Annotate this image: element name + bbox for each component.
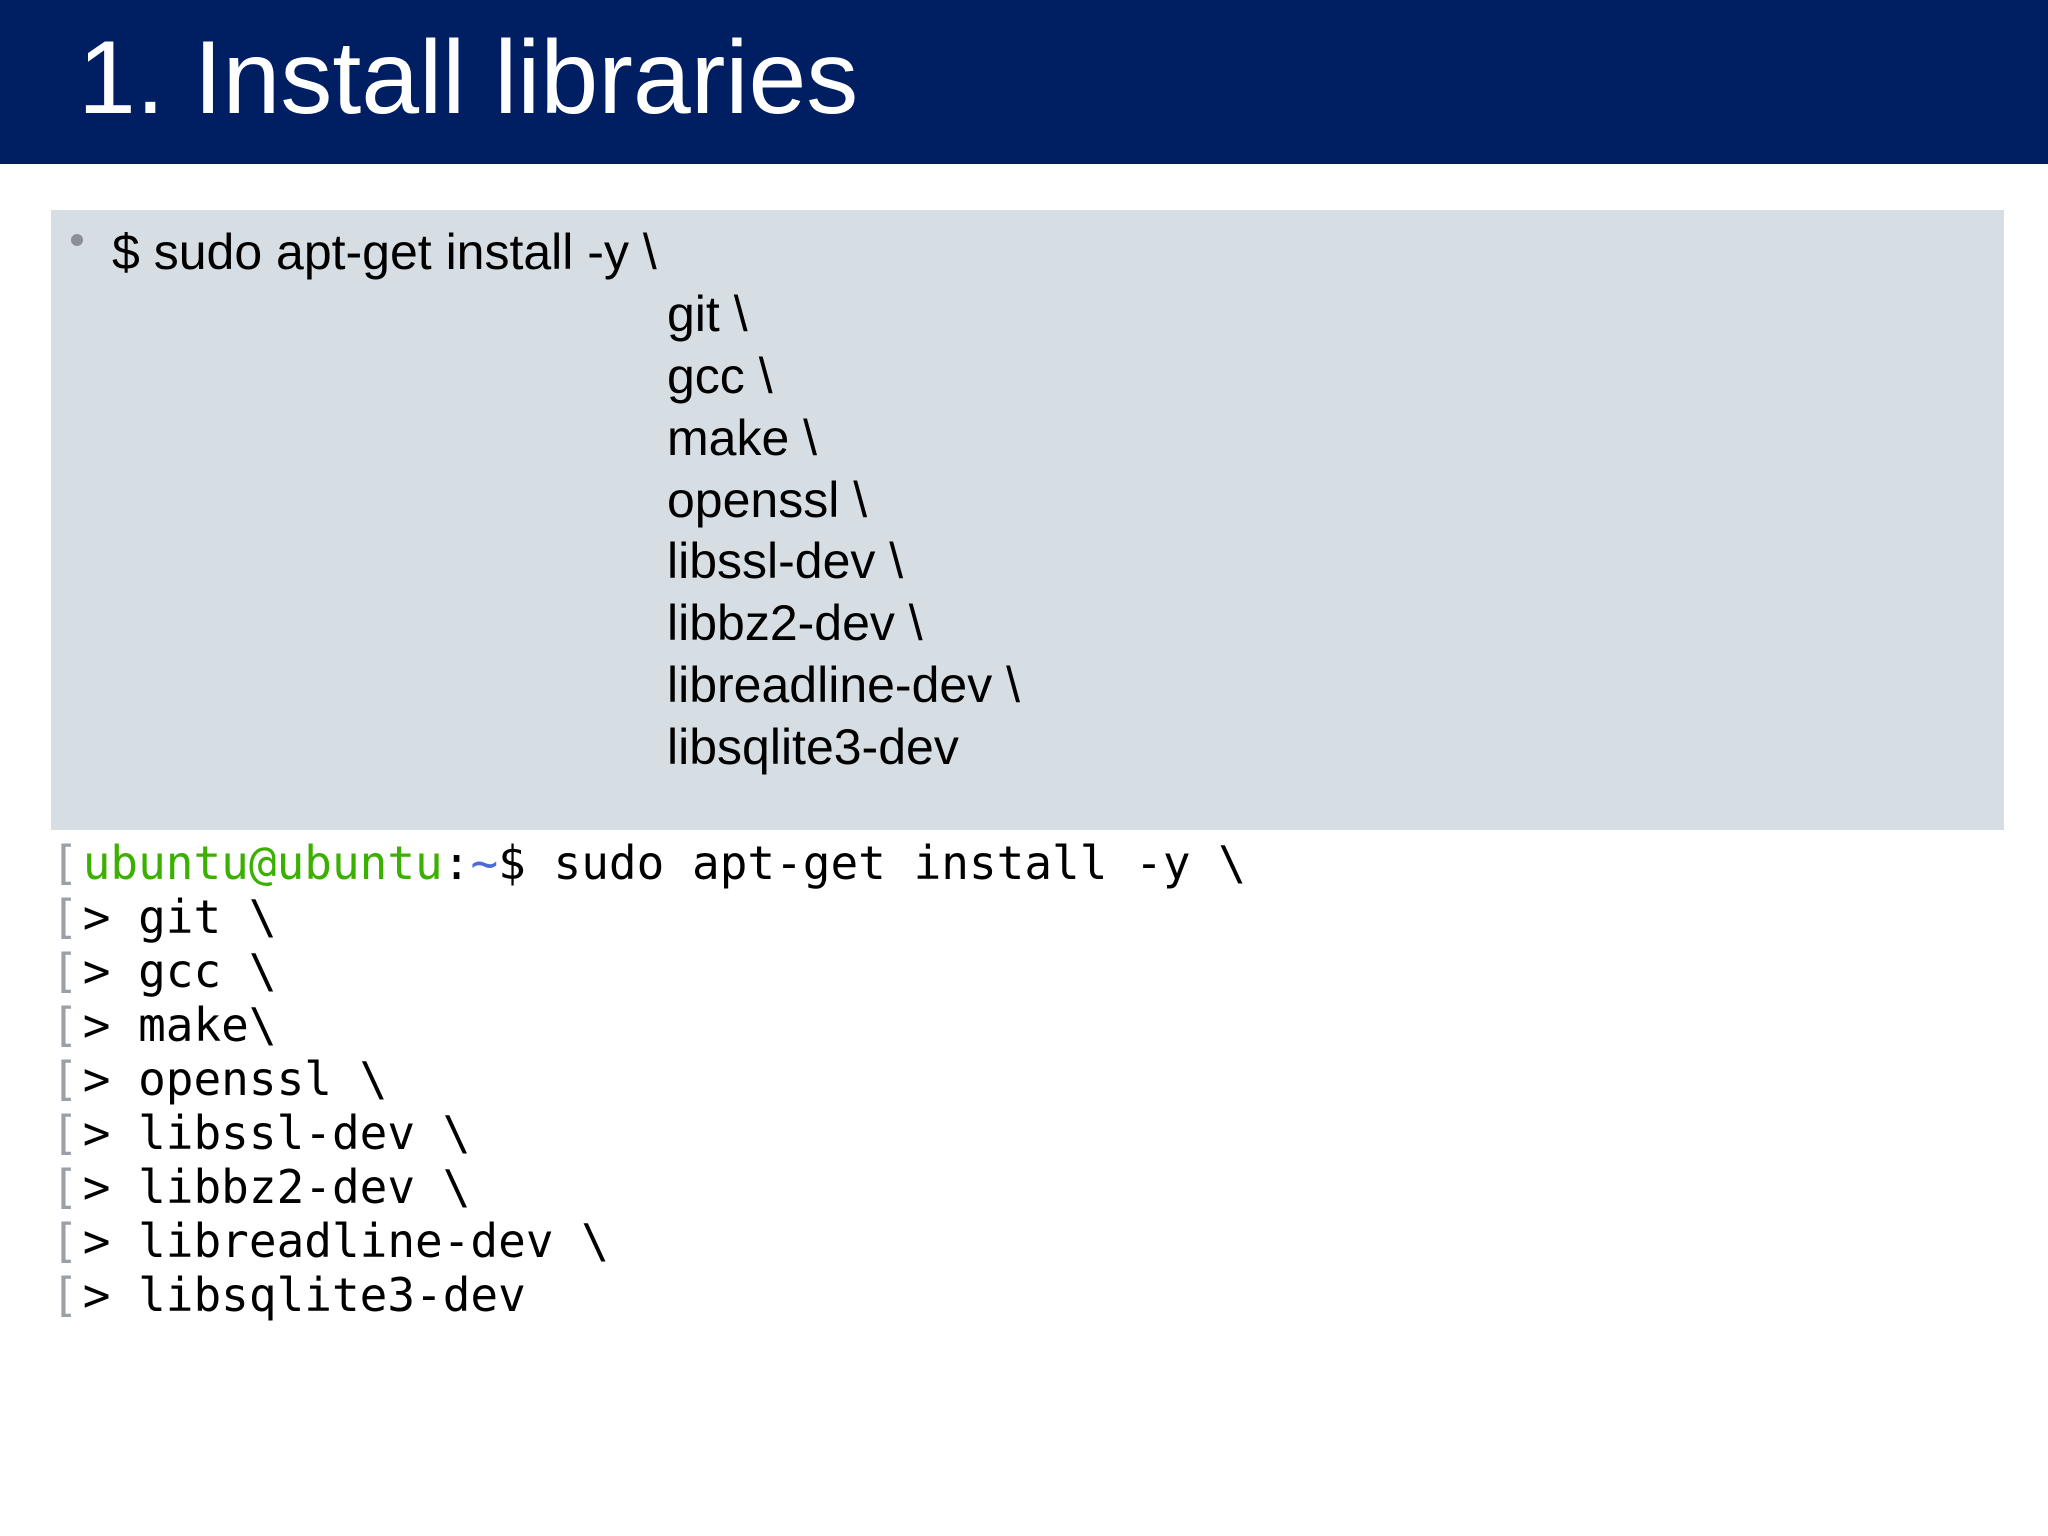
command-package-line: libsqlite3-dev	[667, 719, 959, 775]
command-package-line: libssl-dev \	[667, 533, 904, 589]
line-bracket: [	[51, 1106, 79, 1160]
terminal-line-text: make\	[138, 998, 277, 1052]
terminal-screenshot: [ubuntu@ubuntu:~$ sudo apt-get install -…	[51, 830, 2004, 1322]
continuation-marker: >	[82, 890, 139, 944]
line-bracket: [	[51, 1160, 79, 1214]
terminal-line-text: libsqlite3-dev	[138, 1268, 526, 1322]
terminal-line: [> make\	[51, 998, 277, 1052]
line-bracket: [	[51, 890, 79, 944]
line-bracket: [	[51, 836, 79, 890]
terminal-line-text: libbz2-dev \	[138, 1160, 471, 1214]
command-package-line: openssl \	[667, 472, 868, 528]
continuation-marker: >	[82, 1106, 139, 1160]
continuation-marker: >	[82, 944, 139, 998]
terminal-line-text: git \	[138, 890, 277, 944]
terminal-line-text: libssl-dev \	[138, 1106, 471, 1160]
continuation-marker: >	[82, 1160, 139, 1214]
prompt-path: ~	[470, 836, 499, 890]
command-package-line: git \	[667, 286, 748, 342]
prompt-user: ubuntu@ubuntu	[82, 836, 443, 890]
terminal-line: [> libsqlite3-dev	[51, 1268, 526, 1322]
terminal-line: [> libreadline-dev \	[51, 1214, 609, 1268]
line-bracket: [	[51, 998, 79, 1052]
continuation-marker: >	[82, 998, 139, 1052]
command-package-line: make \	[667, 410, 818, 466]
prompt-separator: :	[442, 836, 471, 890]
continuation-marker: >	[82, 1268, 139, 1322]
continuation-marker: >	[82, 1214, 139, 1268]
line-bracket: [	[51, 1052, 79, 1106]
continuation-marker: >	[82, 1052, 139, 1106]
command-box	[51, 210, 2004, 830]
terminal-line: [> libbz2-dev \	[51, 1160, 470, 1214]
bullet-icon	[71, 234, 83, 246]
terminal-line: [> gcc \	[51, 944, 277, 998]
title-bar: 1. Install libraries	[0, 0, 2048, 164]
command-first-line: $ sudo apt-get install -y \	[112, 224, 657, 280]
terminal-line: [> git \	[51, 890, 277, 944]
command-package-line: libreadline-dev \	[667, 657, 1020, 713]
line-bracket: [	[51, 1214, 79, 1268]
terminal-line-text: libreadline-dev \	[138, 1214, 609, 1268]
line-bracket: [	[51, 1268, 79, 1322]
terminal-command: sudo apt-get install -y \	[525, 836, 1246, 890]
command-package-line: gcc \	[667, 348, 773, 404]
terminal-line: [> openssl \	[51, 1052, 387, 1106]
slide-title: 1. Install libraries	[78, 20, 859, 136]
line-bracket: [	[51, 944, 79, 998]
terminal-line-text: gcc \	[138, 944, 277, 998]
terminal-line: [> libssl-dev \	[51, 1106, 470, 1160]
prompt-symbol: $	[498, 836, 526, 890]
terminal-prompt-line: [ubuntu@ubuntu:~$ sudo apt-get install -…	[51, 836, 1246, 890]
terminal-line-text: openssl \	[138, 1052, 388, 1106]
command-package-line: libbz2-dev \	[667, 595, 923, 651]
